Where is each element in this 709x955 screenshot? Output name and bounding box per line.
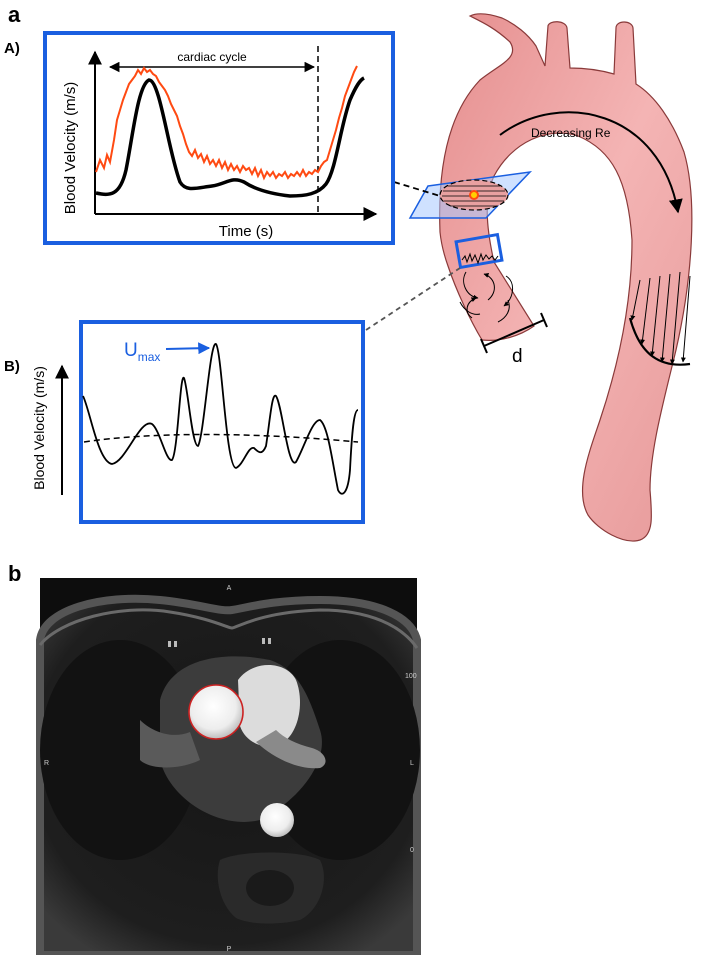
mri-scale-top: 100: [405, 673, 417, 680]
laminar-velocity-profile: [628, 317, 691, 366]
mri-speck-2: [174, 641, 177, 647]
velocity-hotspot: [469, 190, 479, 200]
mri-image: [36, 578, 421, 955]
mri-label-left: L: [410, 760, 414, 767]
mri-speck-4: [268, 638, 271, 644]
connector-plot-a: [393, 181, 441, 197]
mri-subcutaneous-layer: [38, 608, 419, 649]
mri-label-right: R: [44, 760, 49, 767]
umax-subscript: max: [138, 350, 161, 364]
mri-scale-bottom: 0: [410, 847, 414, 854]
plot-b-turbulent-trace: [82, 343, 359, 495]
diameter-tick-left: [480, 338, 488, 354]
plot-b-ylabel: Blood Velocity (m/s): [31, 366, 47, 490]
plot-a-xlabel: Time (s): [219, 223, 273, 240]
panel-b-letter: b: [8, 561, 22, 586]
aorta-illustration: Decreasing Re d: [408, 13, 693, 542]
plot-b: [79, 320, 365, 524]
laminar-profile-lines: [630, 271, 691, 365]
mri-right-lung: [40, 640, 200, 860]
mri-label-posterior: P: [227, 946, 232, 953]
measured-velocity-trace: [95, 65, 358, 181]
mri-speck-3: [262, 638, 265, 644]
mean-velocity-trace: [95, 76, 365, 198]
mri-left-pa-branch: [256, 730, 326, 769]
subpanel-b-label: B): [4, 358, 20, 375]
connector-plot-b: [365, 267, 461, 331]
plot-b-frame: [79, 320, 365, 524]
plot-b-mean-line: [83, 433, 359, 443]
plot-a: cardiac cycle: [43, 31, 395, 245]
mri-descending-aorta: [260, 803, 294, 837]
mri-vertebral-body: [246, 870, 294, 906]
decreasing-re-label: Decreasing Re: [531, 126, 611, 140]
umax-pointer: [165, 342, 211, 355]
umax-label: Umax: [124, 340, 160, 364]
subpanel-a-label: A): [4, 40, 20, 57]
panel-a-letter: a: [8, 2, 21, 27]
cardiac-cycle-label: cardiac cycle: [177, 50, 247, 64]
mri-ascending-aorta: [188, 684, 244, 740]
mri-svc: [140, 720, 200, 768]
mri-speck-1: [168, 641, 171, 647]
mri-pulmonary-artery: [238, 665, 300, 747]
turbulence-probe-box: [454, 232, 504, 270]
diameter-label: d: [512, 346, 523, 367]
mri-label-anterior: A: [227, 585, 232, 592]
aorta-shape: [439, 13, 693, 542]
umax-main: U: [124, 340, 138, 361]
flow-direction-arrow: [499, 111, 683, 214]
plot-a-ylabel: Blood Velocity (m/s): [62, 82, 79, 215]
diameter-tick-right: [540, 312, 548, 328]
turbulent-signal: [461, 252, 499, 265]
vortex-swirls: [459, 271, 513, 323]
diameter-indicator: [483, 319, 545, 347]
